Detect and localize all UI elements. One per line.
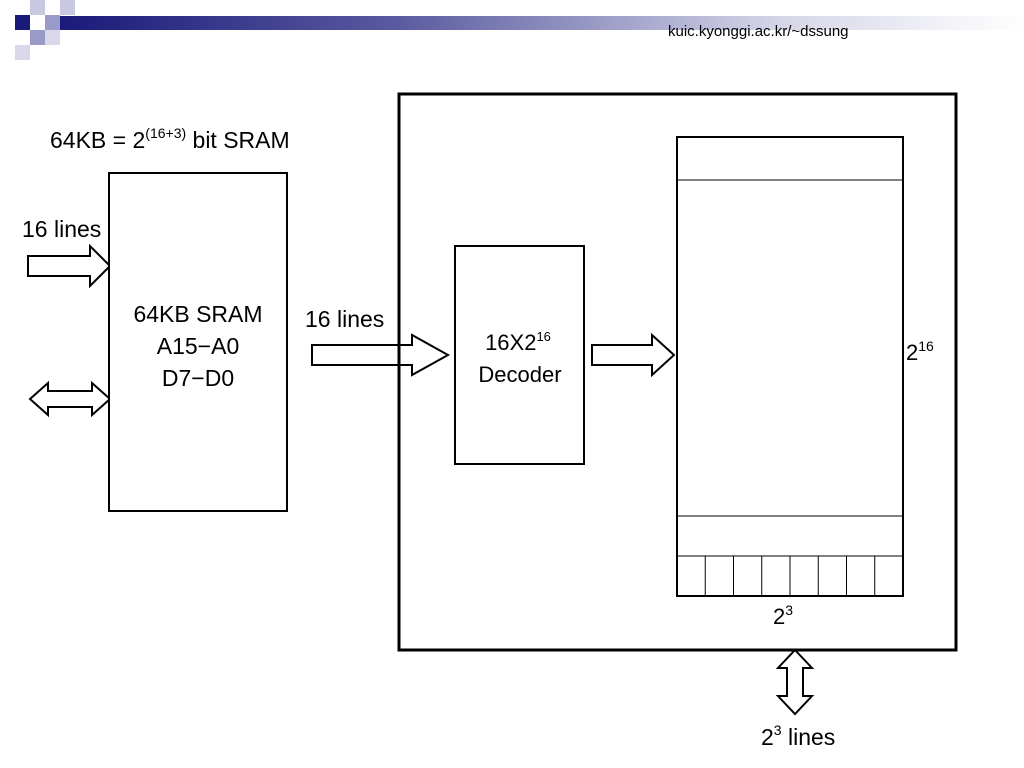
data-output-arrow (775, 648, 815, 716)
header-decoration (15, 0, 1024, 60)
rows-base: 2 (906, 340, 918, 365)
width-base: 2 (773, 604, 785, 629)
middle-lines-label: 16 lines (305, 306, 384, 332)
sram-block-line2: A15−A0 (157, 333, 240, 359)
decoder-label-line2: Decoder (478, 362, 561, 387)
decoder-label-line1: 16X216 (485, 329, 551, 355)
memory-array-frame (676, 136, 904, 597)
sram-block (108, 172, 288, 512)
memory-array (676, 136, 904, 597)
input-lines-num: 16 (22, 216, 48, 242)
header-square (60, 0, 75, 15)
decoder-base: 16X2 (485, 330, 536, 355)
address-input-arrow (27, 243, 112, 289)
decoder-exponent: 16 (536, 329, 550, 344)
decoder-block (454, 245, 585, 465)
width-exponent: 3 (785, 602, 793, 618)
header-square (30, 30, 45, 45)
output-exponent: 3 (774, 722, 782, 738)
data-bidirectional-arrow (28, 380, 112, 418)
rows-exponent: 16 (918, 338, 934, 354)
header-square (45, 15, 60, 30)
sram-block-line3: D7−D0 (162, 365, 234, 391)
sram-internal-box (397, 92, 958, 652)
bit-cells (704, 556, 876, 596)
header-gradient-bar (60, 16, 1024, 30)
output-word: lines (782, 724, 836, 750)
header-square (15, 45, 30, 60)
header-square (15, 15, 30, 30)
middle-lines-num: 16 (305, 306, 331, 332)
title-exponent: (16+3) (145, 125, 186, 141)
output-lines-label: 23 lines (761, 722, 835, 750)
output-base: 2 (761, 724, 774, 750)
input-lines-word: lines (48, 216, 102, 242)
middle-lines-word: lines (331, 306, 385, 332)
sram-block-line1: 64KB SRAM (133, 301, 262, 327)
width-label: 23 (773, 602, 793, 629)
decoder-output-arrow (591, 332, 676, 378)
header-url: kuic.kyonggi.ac.kr/~dssung (668, 23, 849, 40)
title-suffix: bit SRAM (186, 127, 290, 153)
input-lines-label: 16 lines (22, 216, 101, 242)
rows-label: 216 (906, 338, 934, 365)
address-bus-arrow (311, 333, 451, 377)
header-square (45, 30, 60, 45)
title-prefix: 64KB = 2 (50, 127, 145, 153)
slide-title: 64KB = 2(16+3) bit SRAM (50, 125, 290, 153)
header-square (30, 0, 45, 15)
